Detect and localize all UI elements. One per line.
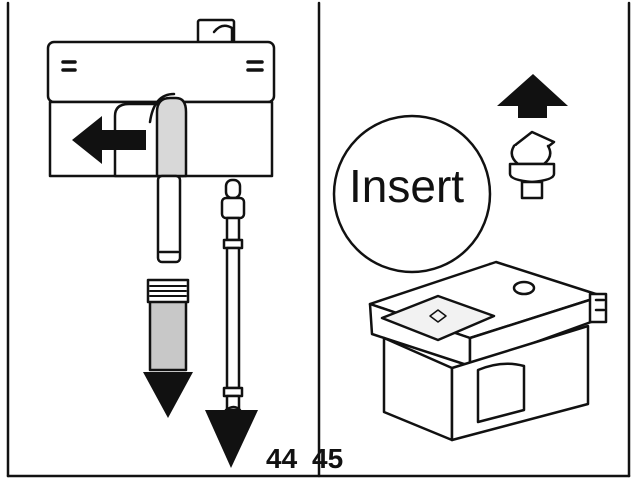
panel-frame [6, 1, 631, 478]
lid-mark [429, 309, 447, 323]
arrow-down-icon [205, 410, 258, 468]
step-number-right: 45 [312, 443, 343, 474]
arrow-left-icon [72, 116, 146, 164]
threaded-cartridge [146, 278, 190, 372]
arrow-up-icon [497, 74, 568, 118]
knob-icon [508, 130, 556, 200]
left-panel: 44 45 [46, 18, 343, 474]
bent-pipe [155, 96, 188, 178]
step-number-left: 44 [266, 443, 298, 474]
right-panel: Insert [332, 74, 608, 442]
arrow-down-icon [143, 372, 193, 418]
callout-circle [332, 114, 492, 274]
callout-label: Insert [349, 160, 464, 212]
grip-marks [61, 60, 264, 72]
filter-rod [220, 178, 246, 412]
dispenser-box [368, 260, 608, 442]
hose-segment [156, 174, 182, 264]
